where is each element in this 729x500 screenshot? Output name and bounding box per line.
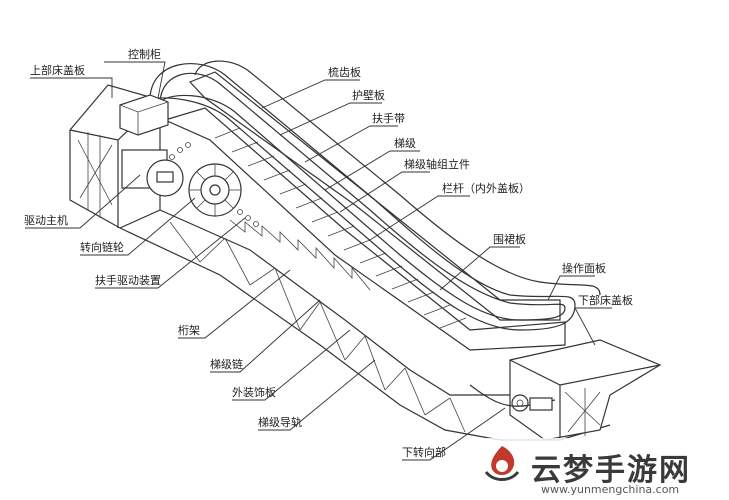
watermark-background bbox=[470, 438, 729, 500]
label-lower-floor-cover: 下部床盖板 bbox=[578, 293, 633, 307]
brand-logo-icon bbox=[484, 446, 520, 481]
label-step-track: 梯级导轨 bbox=[258, 415, 302, 429]
step-band bbox=[163, 107, 566, 351]
label-skirt-panel: 护壁板 bbox=[352, 88, 385, 102]
label-handrail: 扶手带 bbox=[372, 111, 405, 125]
label-truss: 桁架 bbox=[178, 323, 200, 337]
label-lower-turnaround: 下转向部 bbox=[402, 445, 446, 459]
label-turning-sprocket: 转向链轮 bbox=[80, 240, 124, 254]
label-balustrade: 栏杆（内外盖板） bbox=[442, 181, 530, 195]
label-step: 梯级 bbox=[394, 137, 416, 150]
label-handrail-drive: 扶手驱动装置 bbox=[95, 273, 161, 287]
watermark-url: www.yunmengchina.com bbox=[541, 483, 680, 496]
lower-turnaround bbox=[469, 384, 556, 412]
watermark-brand: 云梦手游网 bbox=[531, 453, 691, 488]
leader-lines bbox=[25, 61, 612, 461]
label-control-cabinet: 控制柜 bbox=[128, 47, 161, 61]
label-upper-floor-cover: 上部床盖板 bbox=[30, 63, 85, 77]
label-operation-panel: 操作面板 bbox=[562, 261, 606, 275]
label-comb-plate: 梳齿板 bbox=[328, 65, 361, 79]
label-step-axle-support: 梯级轴组立件 bbox=[404, 157, 470, 171]
label-drive-unit: 驱动主机 bbox=[24, 213, 68, 227]
upper-machinery bbox=[119, 94, 259, 227]
component-labels: 控制柜 上部床盖板 梳齿板 护壁板 扶手带 梯级 梯级轴组立件 栏杆（内外盖板）… bbox=[24, 47, 633, 459]
label-exterior-cladding: 外装饰板 bbox=[232, 385, 276, 399]
label-step-chain: 梯级链 bbox=[210, 357, 243, 371]
label-apron-board: 围裙板 bbox=[493, 232, 526, 246]
